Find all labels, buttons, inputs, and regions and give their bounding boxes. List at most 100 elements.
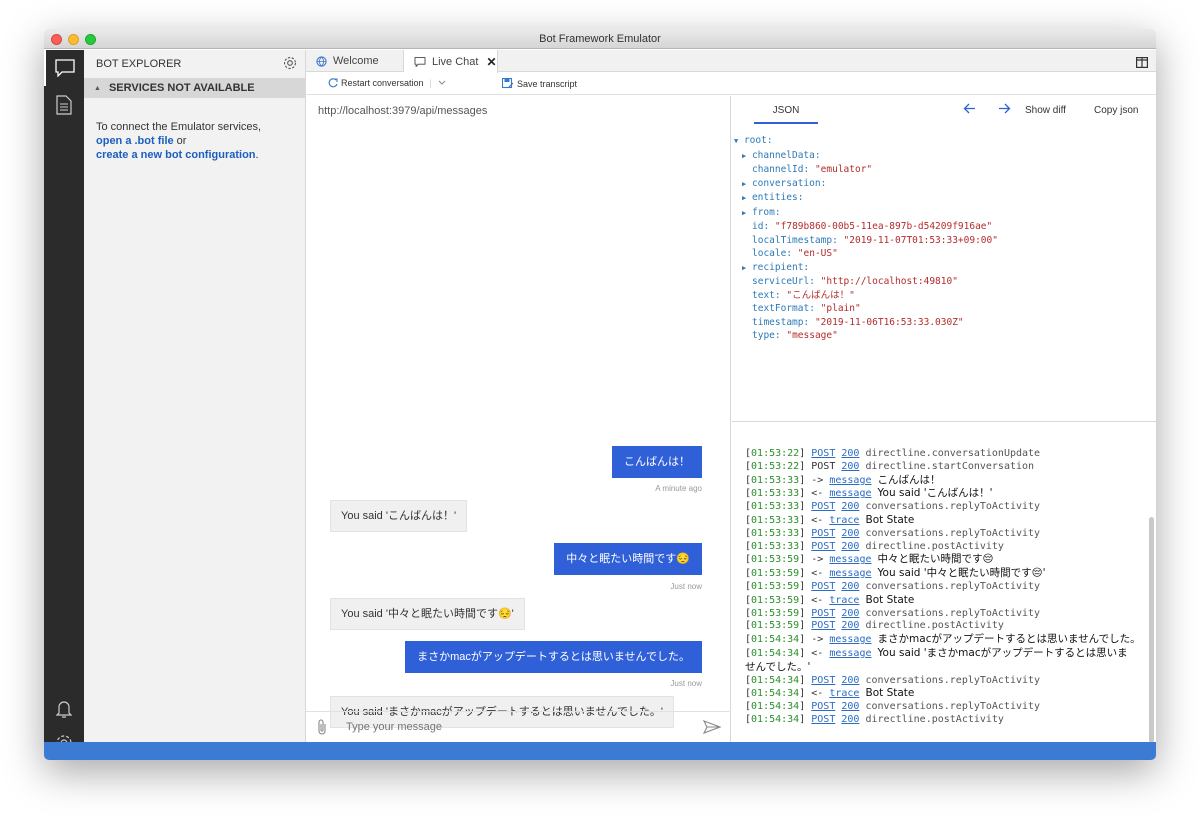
close-window-button[interactable] bbox=[51, 34, 62, 45]
log-link[interactable]: 200 bbox=[841, 701, 860, 713]
log-link[interactable]: POST bbox=[811, 501, 836, 513]
settings-gear-icon bbox=[284, 57, 296, 69]
explorer-settings-button[interactable] bbox=[283, 56, 297, 73]
log-link[interactable]: POST bbox=[811, 713, 836, 725]
log-line: [01:53:59] POST 200 directline.postActiv… bbox=[745, 620, 1145, 633]
log-link[interactable]: trace bbox=[829, 688, 860, 700]
nav-resources-button[interactable] bbox=[44, 87, 84, 123]
services-section-label: SERVICES NOT AVAILABLE bbox=[108, 82, 255, 94]
log-link[interactable]: 200 bbox=[841, 501, 860, 513]
chevron-down-icon[interactable] bbox=[438, 80, 446, 86]
json-tree: ▼ root: ▶ channelData: channelId: "emula… bbox=[734, 134, 998, 343]
title-bar: Bot Framework Emulator bbox=[44, 29, 1156, 49]
restart-icon bbox=[328, 78, 338, 88]
log-text: <- bbox=[811, 647, 824, 659]
log-link[interactable]: 200 bbox=[841, 713, 860, 725]
log-link[interactable]: 200 bbox=[841, 540, 860, 552]
previous-activity-button[interactable] bbox=[963, 103, 976, 117]
log-link[interactable]: message bbox=[829, 554, 872, 566]
collapsed-caret-icon: ▶ bbox=[742, 263, 747, 272]
bot-message[interactable]: You said 'こんばんは！' bbox=[330, 500, 468, 532]
log-link[interactable]: message bbox=[829, 488, 872, 500]
show-diff-button[interactable]: Show diff bbox=[1025, 105, 1066, 116]
log-text: <- bbox=[811, 514, 824, 526]
log-timestamp: [01:54:34] bbox=[745, 634, 806, 646]
json-node-recipient[interactable]: ▶ recipient: bbox=[742, 261, 810, 273]
split-pane-button[interactable] bbox=[1136, 55, 1149, 73]
log-text: conversations.replyToActivity bbox=[865, 607, 1041, 619]
json-node-channeldata[interactable]: ▶ channelData: bbox=[742, 149, 821, 161]
log-link[interactable]: POST bbox=[811, 620, 836, 632]
bot-message[interactable]: You said '中々と眠たい時間です😔' bbox=[330, 598, 525, 630]
open-bot-file-link[interactable]: open a .bot file bbox=[96, 135, 174, 147]
log-link[interactable]: 200 bbox=[841, 674, 860, 686]
nav-bot-explorer-button[interactable] bbox=[44, 50, 84, 86]
log-link[interactable]: 200 bbox=[841, 448, 860, 459]
send-button[interactable] bbox=[702, 719, 722, 737]
minimize-window-button[interactable] bbox=[68, 34, 79, 45]
log-link[interactable]: POST bbox=[811, 540, 836, 552]
log-link[interactable]: 200 bbox=[841, 607, 860, 619]
next-activity-button[interactable] bbox=[998, 103, 1011, 117]
tab-live-chat[interactable]: Live Chat ✕ bbox=[404, 50, 498, 73]
log-link[interactable]: message bbox=[829, 634, 872, 646]
log-text: <- bbox=[811, 688, 824, 700]
json-node-from[interactable]: ▶ from: bbox=[742, 206, 781, 218]
log-link[interactable]: trace bbox=[829, 514, 860, 526]
log-link[interactable]: POST bbox=[811, 527, 836, 539]
copy-json-button[interactable]: Copy json bbox=[1094, 105, 1139, 116]
log-text: directline.postActivity bbox=[865, 620, 1004, 632]
collapse-caret-icon: ▲ bbox=[94, 84, 101, 92]
log-link[interactable]: POST bbox=[811, 448, 836, 459]
log-scrollbar[interactable] bbox=[1149, 517, 1154, 742]
nav-notifications-button[interactable] bbox=[44, 691, 84, 727]
log-link[interactable]: 200 bbox=[841, 580, 860, 592]
log-link[interactable]: message bbox=[829, 568, 872, 580]
log-text: conversations.replyToActivity bbox=[865, 580, 1041, 592]
json-node-entities[interactable]: ▶ entities: bbox=[742, 192, 804, 203]
json-leaf: timestamp: "2019-11-06T16:53:33.030Z" bbox=[752, 316, 964, 328]
log-text: POST bbox=[811, 460, 836, 472]
log-link[interactable]: trace bbox=[829, 594, 860, 606]
log-link[interactable]: message bbox=[829, 474, 872, 486]
restart-conversation-button[interactable]: Restart conversation | bbox=[328, 78, 446, 88]
user-message[interactable]: こんばんは！ bbox=[612, 446, 702, 478]
user-message[interactable]: 中々と眠たい時間です😔 bbox=[554, 543, 702, 575]
log-link[interactable]: POST bbox=[811, 674, 836, 686]
log-text: <- bbox=[811, 594, 824, 606]
close-tab-icon[interactable]: ✕ bbox=[486, 54, 497, 69]
services-section-header[interactable]: ▲ SERVICES NOT AVAILABLE bbox=[84, 78, 305, 98]
log-link[interactable]: 200 bbox=[841, 527, 860, 539]
log-text: 中々と眠たい時間です😔 bbox=[877, 553, 994, 566]
log-link[interactable]: POST bbox=[811, 580, 836, 592]
log-link[interactable]: 200 bbox=[841, 620, 860, 632]
message-input-row bbox=[306, 711, 731, 742]
log-link[interactable]: 200 bbox=[841, 460, 860, 472]
save-transcript-button[interactable]: Save transcript bbox=[502, 78, 577, 89]
tab-welcome[interactable]: Welcome bbox=[306, 50, 404, 72]
log-link[interactable]: POST bbox=[811, 701, 836, 713]
create-bot-config-link[interactable]: create a new bot configuration bbox=[96, 149, 256, 161]
attach-button[interactable] bbox=[317, 719, 327, 738]
tab-json[interactable]: JSON bbox=[754, 105, 818, 124]
log-line: [01:54:34] <- trace Bot State bbox=[745, 687, 1145, 701]
tab-live-chat-label: Live Chat bbox=[432, 55, 479, 68]
json-leaf: serviceUrl: "http://localhost:49810" bbox=[752, 276, 958, 287]
log-link[interactable]: POST bbox=[811, 607, 836, 619]
log-timestamp: [01:53:33] bbox=[745, 540, 806, 552]
log-text: You said 'こんばんは！' bbox=[877, 487, 993, 500]
log-timestamp: [01:53:33] bbox=[745, 501, 806, 513]
log-timestamp: [01:54:34] bbox=[745, 713, 806, 725]
log-line: [01:53:33] <- message You said 'こんばんは！' bbox=[745, 487, 1145, 501]
user-message[interactable]: まさかmacがアップデートするとは思いませんでした。 bbox=[405, 641, 702, 673]
json-node-conversation[interactable]: ▶ conversation: bbox=[742, 177, 827, 189]
json-leaf: type: "message" bbox=[752, 330, 838, 341]
message-input[interactable] bbox=[346, 718, 686, 736]
maximize-window-button[interactable] bbox=[85, 34, 96, 45]
log-entries: [01:53:22] POST 200 directline.conversat… bbox=[745, 448, 1145, 727]
log-link[interactable]: message bbox=[829, 647, 872, 659]
log-text: こんばんは！ bbox=[877, 473, 941, 486]
json-node-root[interactable]: ▼ root: bbox=[734, 135, 773, 146]
log-timestamp: [01:53:33] bbox=[745, 488, 806, 500]
services-message-text: To connect the Emulator services, bbox=[96, 121, 262, 133]
